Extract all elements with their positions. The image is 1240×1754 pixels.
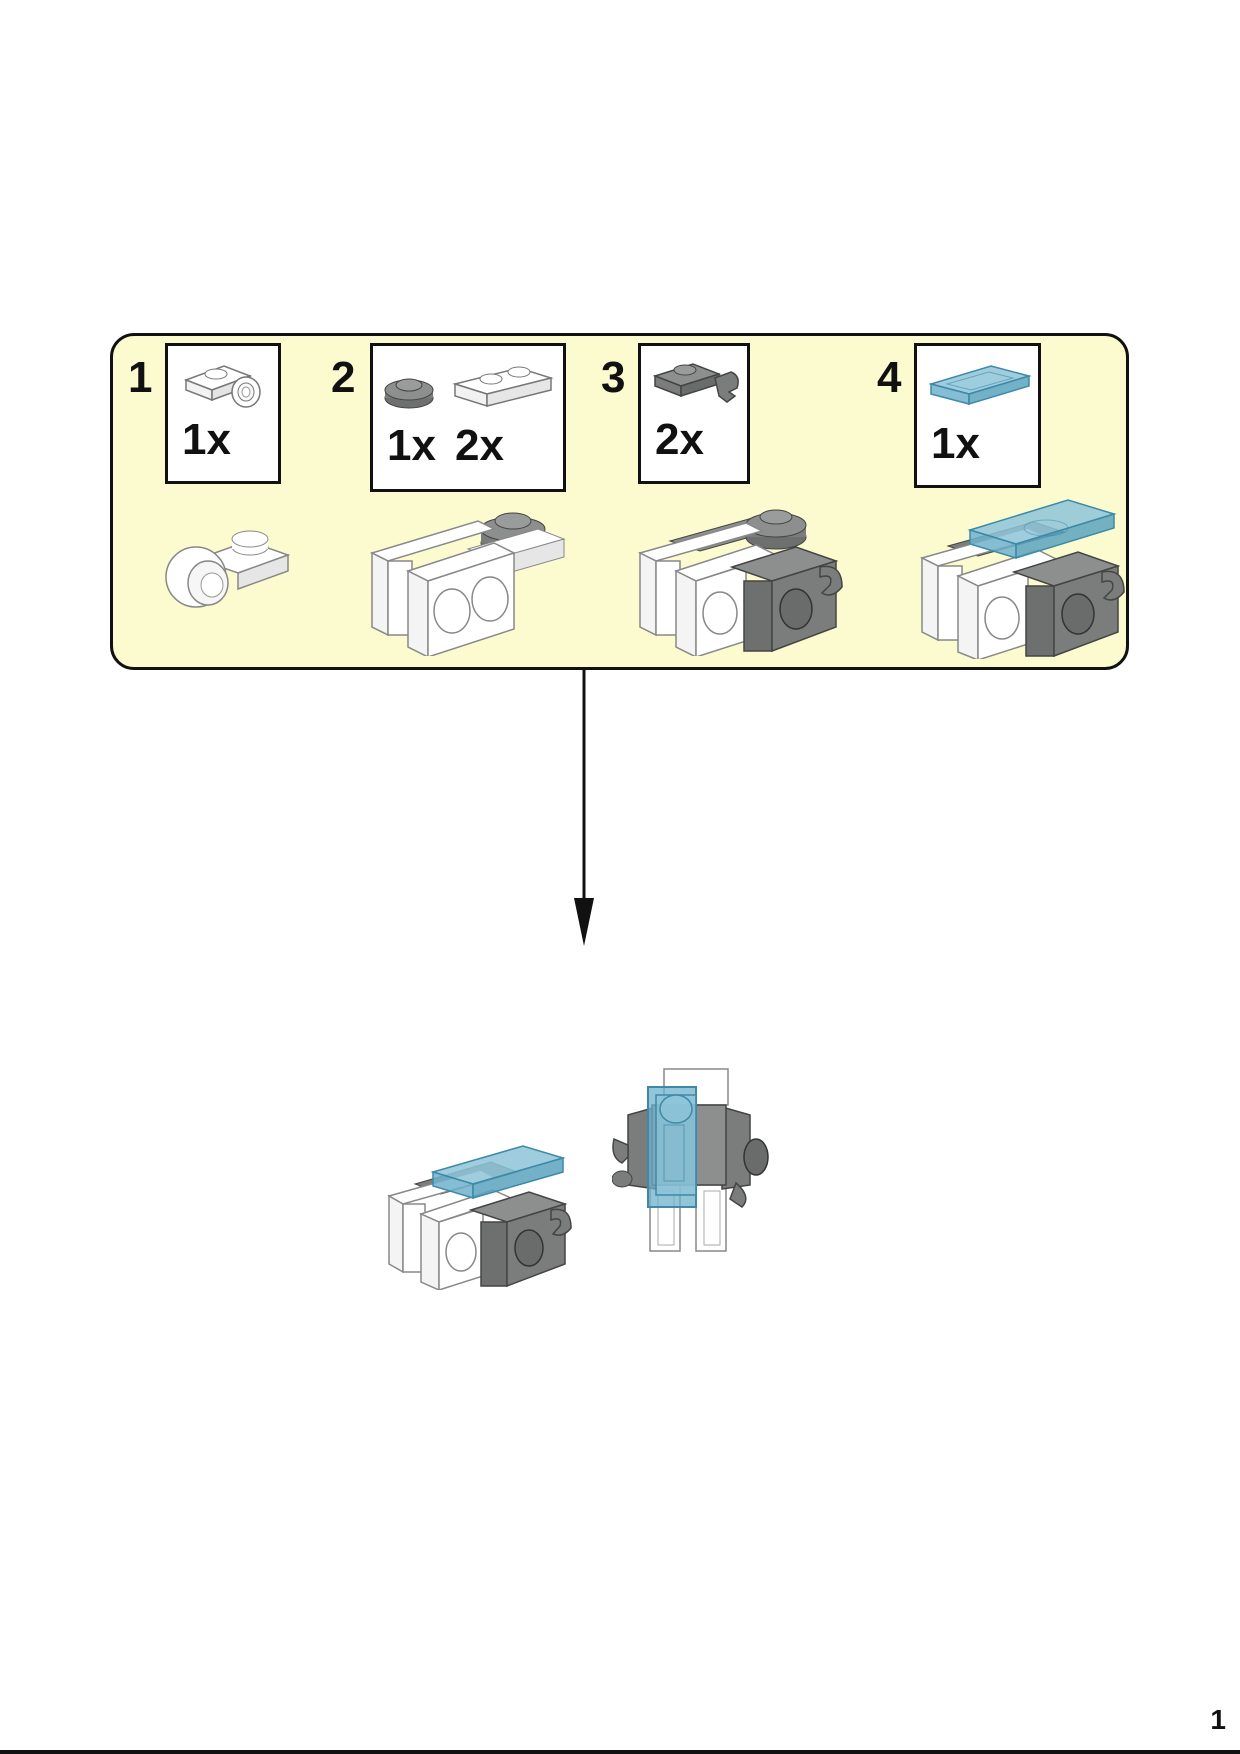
dark-gray-clip-plate-icon: [652, 363, 739, 403]
trans-blue-tile-icon: [928, 365, 1032, 406]
parts-callout: 1x 2x: [370, 343, 566, 492]
build-steps-panel: 1 1x 2 1x 2x 3: [110, 333, 1129, 670]
step-4-assembly-illustration: [919, 499, 1125, 659]
final-robot-illustration: [612, 1068, 769, 1252]
step-2-assembly-illustration: [369, 512, 566, 656]
step-3-assembly-illustration: [637, 509, 843, 656]
step-number: 4: [877, 353, 902, 402]
part-quantity: 2x: [455, 421, 504, 470]
parts-callout: 1x: [165, 343, 281, 484]
dark-gray-round-plate-icon: [384, 378, 434, 409]
white-clip-plate-icon: [183, 365, 261, 408]
part-quantity: 1x: [387, 421, 436, 470]
part-quantity: 1x: [182, 415, 231, 464]
step-number: 1: [128, 353, 153, 402]
part-quantity: 1x: [931, 419, 980, 468]
page-number: 1: [1210, 1704, 1226, 1735]
step-number: 2: [331, 353, 356, 402]
step-number: 3: [601, 353, 626, 402]
parts-callout: 1x: [914, 343, 1041, 488]
bottom-rule: [0, 1750, 1240, 1754]
part-quantity: 2x: [655, 415, 704, 464]
arrow-down-icon: [574, 670, 594, 946]
parts-callout: 2x: [638, 343, 750, 484]
final-side-assembly-illustration: [387, 1145, 572, 1290]
step-1-assembly-illustration: [165, 530, 291, 608]
white-plate-1x2-icon: [452, 366, 554, 408]
